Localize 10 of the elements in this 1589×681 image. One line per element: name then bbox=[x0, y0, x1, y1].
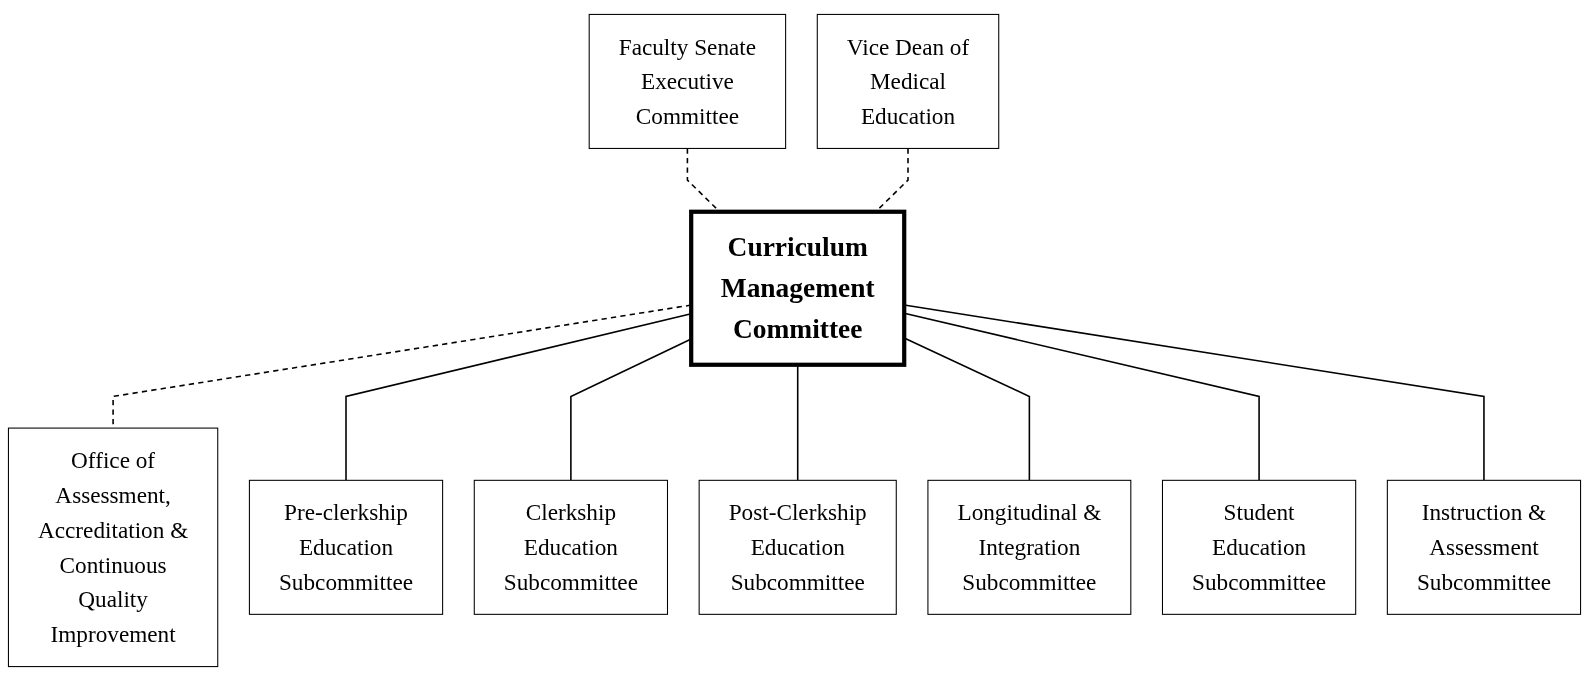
node-box: Longitudinal & Integration Subcommittee bbox=[927, 479, 1132, 615]
node-box: Clerkship Education Subcommittee bbox=[473, 479, 668, 615]
node-box: Instruction & Assessment Subcommittee bbox=[1386, 479, 1582, 615]
node-box: Pre-clerkship Education Subcommittee bbox=[248, 479, 444, 615]
node-box: Curriculum Management Committee bbox=[689, 209, 907, 367]
node-box: Faculty Senate Executive Committee bbox=[588, 13, 787, 149]
node-box: Vice Dean of Medical Education bbox=[816, 13, 1000, 149]
node-box: Student Education Subcommittee bbox=[1161, 479, 1357, 615]
node-box: Office of Assessment, Accreditation & Continuous Quality Improvement bbox=[7, 427, 219, 668]
node-box: Post-Clerkship Education Subcommittee bbox=[698, 479, 897, 615]
